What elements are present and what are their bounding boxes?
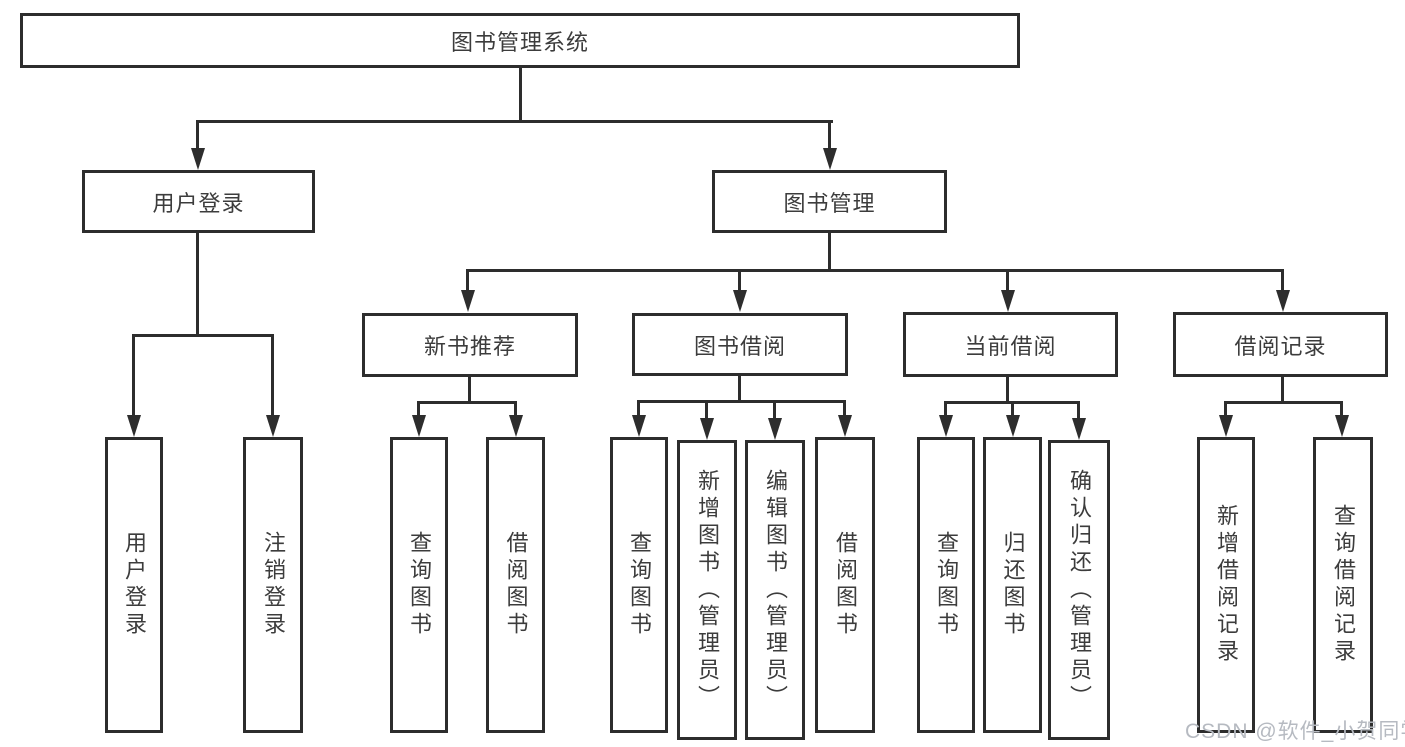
node-new-book-recommend-label: 新书推荐 <box>423 334 516 359</box>
connector-line <box>417 401 517 404</box>
connector-line <box>773 400 776 418</box>
arrow-down-icon <box>127 415 141 437</box>
arrow-down-icon <box>266 415 280 437</box>
leaf-label: 新增借阅记录 <box>1214 504 1239 666</box>
arrow-down-icon <box>700 418 714 440</box>
arrow-down-icon <box>1219 415 1233 437</box>
connector-line <box>468 377 471 404</box>
node-leaf-query-borrow-record: 查询借阅记录 <box>1313 437 1373 733</box>
arrow-down-icon <box>1276 290 1290 312</box>
connector-line <box>271 334 274 417</box>
node-leaf-add-borrow-record: 新增借阅记录 <box>1197 437 1255 733</box>
connector-line <box>738 269 741 292</box>
leaf-label: 查询图书 <box>934 531 959 639</box>
connector-root-rail <box>196 120 833 123</box>
connector-line <box>637 400 640 417</box>
leaf-label: 编辑图书（管理员） <box>763 468 788 712</box>
arrow-down-icon <box>1072 418 1086 440</box>
arrow-down-icon <box>1335 415 1349 437</box>
node-leaf-user-login: 用户登录 <box>105 437 163 733</box>
node-user-login-label: 用户登录 <box>152 190 245 216</box>
node-leaf-query-books-2: 查询图书 <box>610 437 668 733</box>
node-leaf-borrow-books-2: 借阅图书 <box>815 437 875 733</box>
connector-line <box>1281 377 1284 404</box>
node-root-label: 图书管理系统 <box>450 29 589 55</box>
arrow-down-icon <box>632 415 646 437</box>
arrow-down-icon <box>733 290 747 312</box>
leaf-label: 确认归还（管理员） <box>1067 468 1092 712</box>
arrow-down-icon <box>412 415 426 437</box>
connector-line <box>843 400 846 417</box>
connector-line <box>132 334 135 417</box>
arrow-down-icon <box>191 148 205 170</box>
leaf-label: 注销登录 <box>261 531 286 639</box>
connector-line <box>828 120 831 150</box>
connector-line <box>1340 401 1343 417</box>
node-leaf-borrow-books-1: 借阅图书 <box>486 437 545 733</box>
connector-line <box>514 401 517 417</box>
connector-line <box>1077 401 1080 418</box>
arrow-down-icon <box>823 148 837 170</box>
node-current-borrow: 当前借阅 <box>903 312 1118 377</box>
node-user-login: 用户登录 <box>82 170 315 233</box>
leaf-label: 借阅图书 <box>833 531 858 639</box>
connector-line <box>196 120 199 150</box>
connector-line <box>1224 401 1227 417</box>
arrow-down-icon <box>939 415 953 437</box>
connector-line <box>1224 401 1343 404</box>
leaf-label: 归还图书 <box>1000 531 1026 639</box>
connector-line <box>417 401 420 417</box>
connector-line <box>944 401 947 417</box>
node-root: 图书管理系统 <box>20 13 1020 68</box>
connector-line <box>1011 401 1014 417</box>
connector-line <box>1006 377 1009 404</box>
node-book-management: 图书管理 <box>712 170 947 233</box>
node-leaf-query-books-3: 查询图书 <box>917 437 975 733</box>
node-leaf-add-books-admin: 新增图书（管理员） <box>677 440 737 740</box>
arrow-down-icon <box>1006 415 1020 437</box>
connector-root-stem <box>519 67 522 120</box>
node-leaf-return-books: 归还图书 <box>983 437 1042 733</box>
connector-line <box>1006 269 1009 292</box>
connector-line <box>705 400 708 418</box>
connector-user-login-rail <box>132 334 274 337</box>
node-borrow-records: 借阅记录 <box>1173 312 1388 377</box>
node-leaf-edit-books-admin: 编辑图书（管理员） <box>745 440 805 740</box>
connector-line <box>1281 269 1284 292</box>
connector-book-mgmt-stem <box>828 233 831 272</box>
connector-line <box>637 400 846 403</box>
connector-line <box>738 376 741 403</box>
node-new-book-recommend: 新书推荐 <box>362 313 578 377</box>
leaf-label: 用户登录 <box>122 531 147 639</box>
arrow-down-icon <box>1001 290 1015 312</box>
node-leaf-logout: 注销登录 <box>243 437 303 733</box>
node-book-management-label: 图书管理 <box>783 190 876 216</box>
connector-line <box>466 269 469 292</box>
node-borrow-records-label: 借阅记录 <box>1234 333 1327 359</box>
leaf-label: 查询借阅记录 <box>1331 504 1356 666</box>
leaf-label: 查询图书 <box>407 531 432 639</box>
leaf-label: 借阅图书 <box>503 531 529 639</box>
node-current-borrow-label: 当前借阅 <box>964 333 1057 359</box>
csdn-watermark: CSDN @软件_小贺同学 <box>1185 720 1405 743</box>
node-book-borrow-label: 图书借阅 <box>693 333 786 359</box>
node-leaf-query-books-1: 查询图书 <box>390 437 448 733</box>
arrow-down-icon <box>509 415 523 437</box>
leaf-label: 查询图书 <box>627 531 652 639</box>
leaf-label: 新增图书（管理员） <box>695 468 720 712</box>
arrow-down-icon <box>768 418 782 440</box>
arrow-down-icon <box>838 415 852 437</box>
connector-user-login-stem <box>196 233 199 337</box>
connector-book-mgmt-rail <box>466 269 1284 272</box>
arrow-down-icon <box>461 290 475 312</box>
node-leaf-confirm-return-admin: 确认归还（管理员） <box>1048 440 1110 740</box>
node-book-borrow: 图书借阅 <box>632 313 848 376</box>
